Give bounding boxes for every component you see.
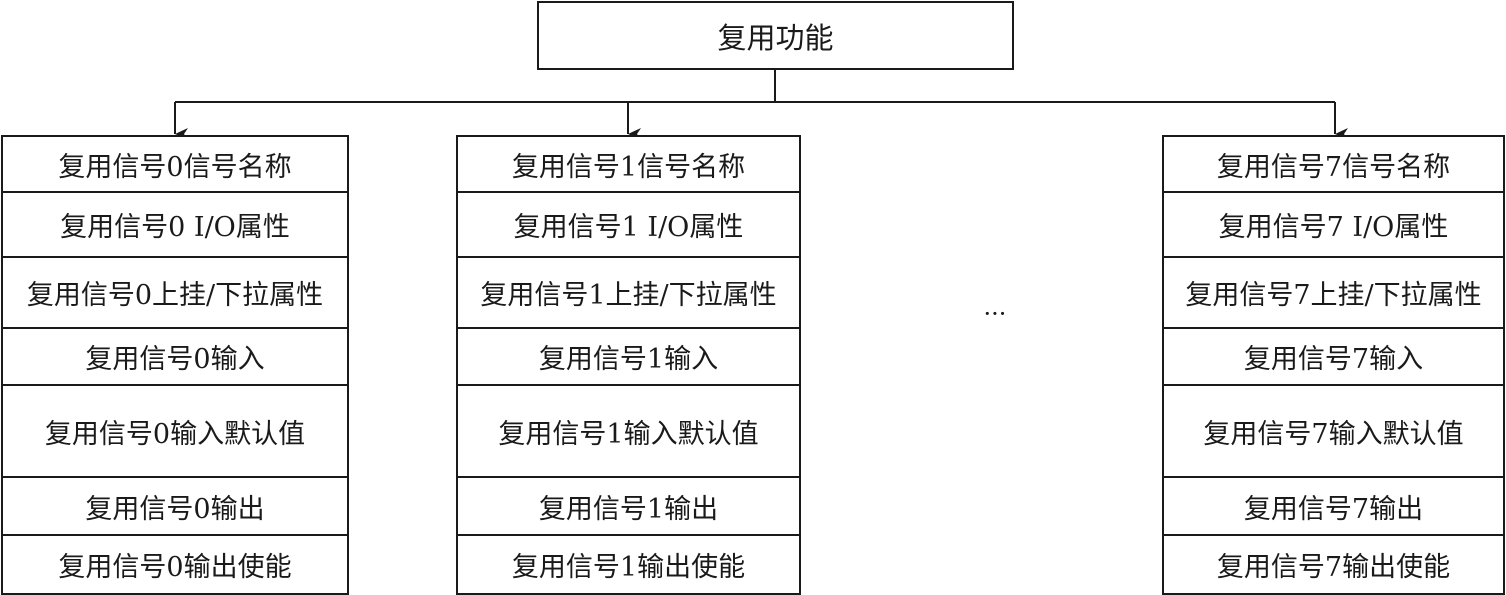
signal-0-output-row: 复用信号0输出: [3, 478, 347, 536]
signal-7-pull-row: 复用信号7上挂/下拉属性: [1164, 258, 1503, 329]
signal-7-input-row: 复用信号7输入: [1164, 329, 1503, 386]
signal-1-input-row: 复用信号1输入: [458, 329, 799, 386]
ellipsis-more-columns: ···: [983, 300, 1007, 328]
root-label: 复用功能: [717, 20, 834, 55]
signal-0-input-default-row: 复用信号0输入默认值: [3, 386, 347, 478]
signal-1-input-default-row: 复用信号1输入默认值: [458, 386, 799, 478]
signal-0-name-row: 复用信号0信号名称: [3, 137, 347, 193]
signal-0-input-row: 复用信号0输入: [3, 329, 347, 386]
root-box: 复用功能: [537, 1, 1014, 70]
signal-1-output-row: 复用信号1输出: [458, 478, 799, 536]
signal-1-column: 复用信号1信号名称 复用信号1 I/O属性 复用信号1上挂/下拉属性 复用信号1…: [456, 135, 801, 595]
signal-7-io-row: 复用信号7 I/O属性: [1164, 193, 1503, 258]
signal-7-output-row: 复用信号7输出: [1164, 478, 1503, 536]
signal-7-name-row: 复用信号7信号名称: [1164, 137, 1503, 193]
signal-0-output-enable-row: 复用信号0输出使能: [58, 552, 292, 583]
signal-0-pull-row: 复用信号0上挂/下拉属性: [3, 258, 347, 329]
signal-7-input-default-row: 复用信号7输入默认值: [1164, 386, 1503, 478]
signal-1-output-enable-row: 复用信号1输出使能: [511, 552, 746, 583]
signal-0-io-row: 复用信号0 I/O属性: [3, 193, 347, 258]
signal-1-pull-row: 复用信号1上挂/下拉属性: [458, 258, 799, 329]
signal-7-column: 复用信号7信号名称 复用信号7 I/O属性 复用信号7上挂/下拉属性 复用信号7…: [1162, 135, 1505, 595]
signal-0-column: 复用信号0信号名称 复用信号0 I/O属性 复用信号0上挂/下拉属性 复用信号0…: [1, 135, 349, 595]
signal-7-output-enable-row: 复用信号7输出使能: [1216, 552, 1451, 583]
signal-1-io-row: 复用信号1 I/O属性: [458, 193, 799, 258]
signal-1-name-row: 复用信号1信号名称: [458, 137, 799, 193]
